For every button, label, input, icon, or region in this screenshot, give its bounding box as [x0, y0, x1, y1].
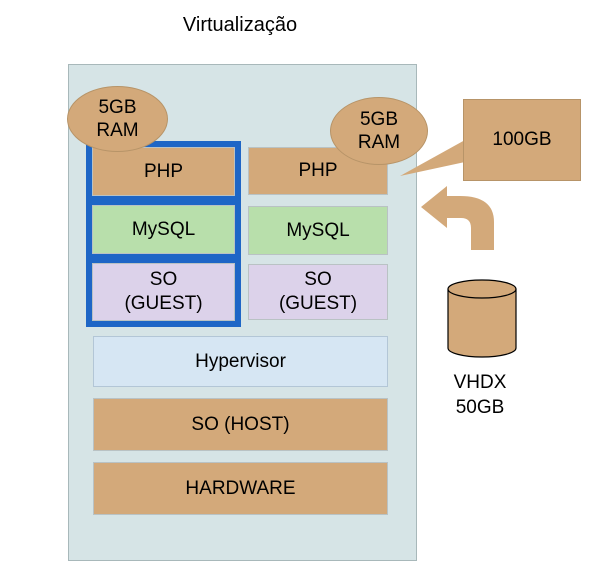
disk-format: VHDX	[453, 372, 507, 393]
vm1-ram-unit: RAM	[96, 120, 139, 141]
hardware-layer: HARDWARE	[93, 462, 388, 515]
storage-callout: 100GB	[463, 99, 581, 181]
vm1-php-label: PHP	[143, 160, 184, 182]
vm2-mysql-label: MySQL	[286, 219, 350, 241]
vm1-mysql-label: MySQL	[131, 218, 196, 240]
vm2-php-label: PHP	[298, 160, 338, 181]
host-os-layer: SO (HOST)	[93, 398, 388, 451]
diagram-title: Virtualização	[182, 14, 298, 36]
hypervisor-layer: Hypervisor	[93, 336, 388, 387]
vm1-mysql-box: MySQL	[92, 205, 235, 254]
hypervisor-label: Hypervisor	[195, 350, 286, 372]
disk-size: 50GB	[455, 397, 505, 418]
callout-pointer	[400, 140, 465, 176]
cylinder-icon	[447, 279, 517, 358]
hardware-label: HARDWARE	[185, 477, 296, 499]
vm1-ram-amount: 5GB	[98, 97, 137, 118]
vm2-mysql-box: MySQL	[248, 206, 388, 255]
curved-arrow-up-left-icon	[421, 186, 494, 250]
vm2-guest-os-line2: (GUEST)	[278, 293, 358, 314]
disk-label: VHDX 50GB	[430, 370, 530, 420]
vm1-guest-os-line1: SO	[149, 269, 178, 290]
host-os-label: SO (HOST)	[191, 413, 290, 435]
vm2-ram-unit: RAM	[357, 132, 401, 153]
vm2-guest-os-box: SO (GUEST)	[248, 264, 388, 320]
vm1-guest-os-line2: (GUEST)	[124, 293, 203, 314]
vm2-ram-ellipse: 5GB RAM	[330, 97, 428, 165]
vm1-ram-ellipse: 5GB RAM	[67, 86, 168, 152]
storage-callout-label: 100GB	[492, 129, 552, 150]
vm2-ram-amount: 5GB	[359, 109, 398, 130]
vm1-guest-os-box: SO (GUEST)	[92, 263, 235, 321]
vm2-guest-os-line1: SO	[304, 269, 332, 290]
vm1-php-box: PHP	[92, 147, 235, 196]
